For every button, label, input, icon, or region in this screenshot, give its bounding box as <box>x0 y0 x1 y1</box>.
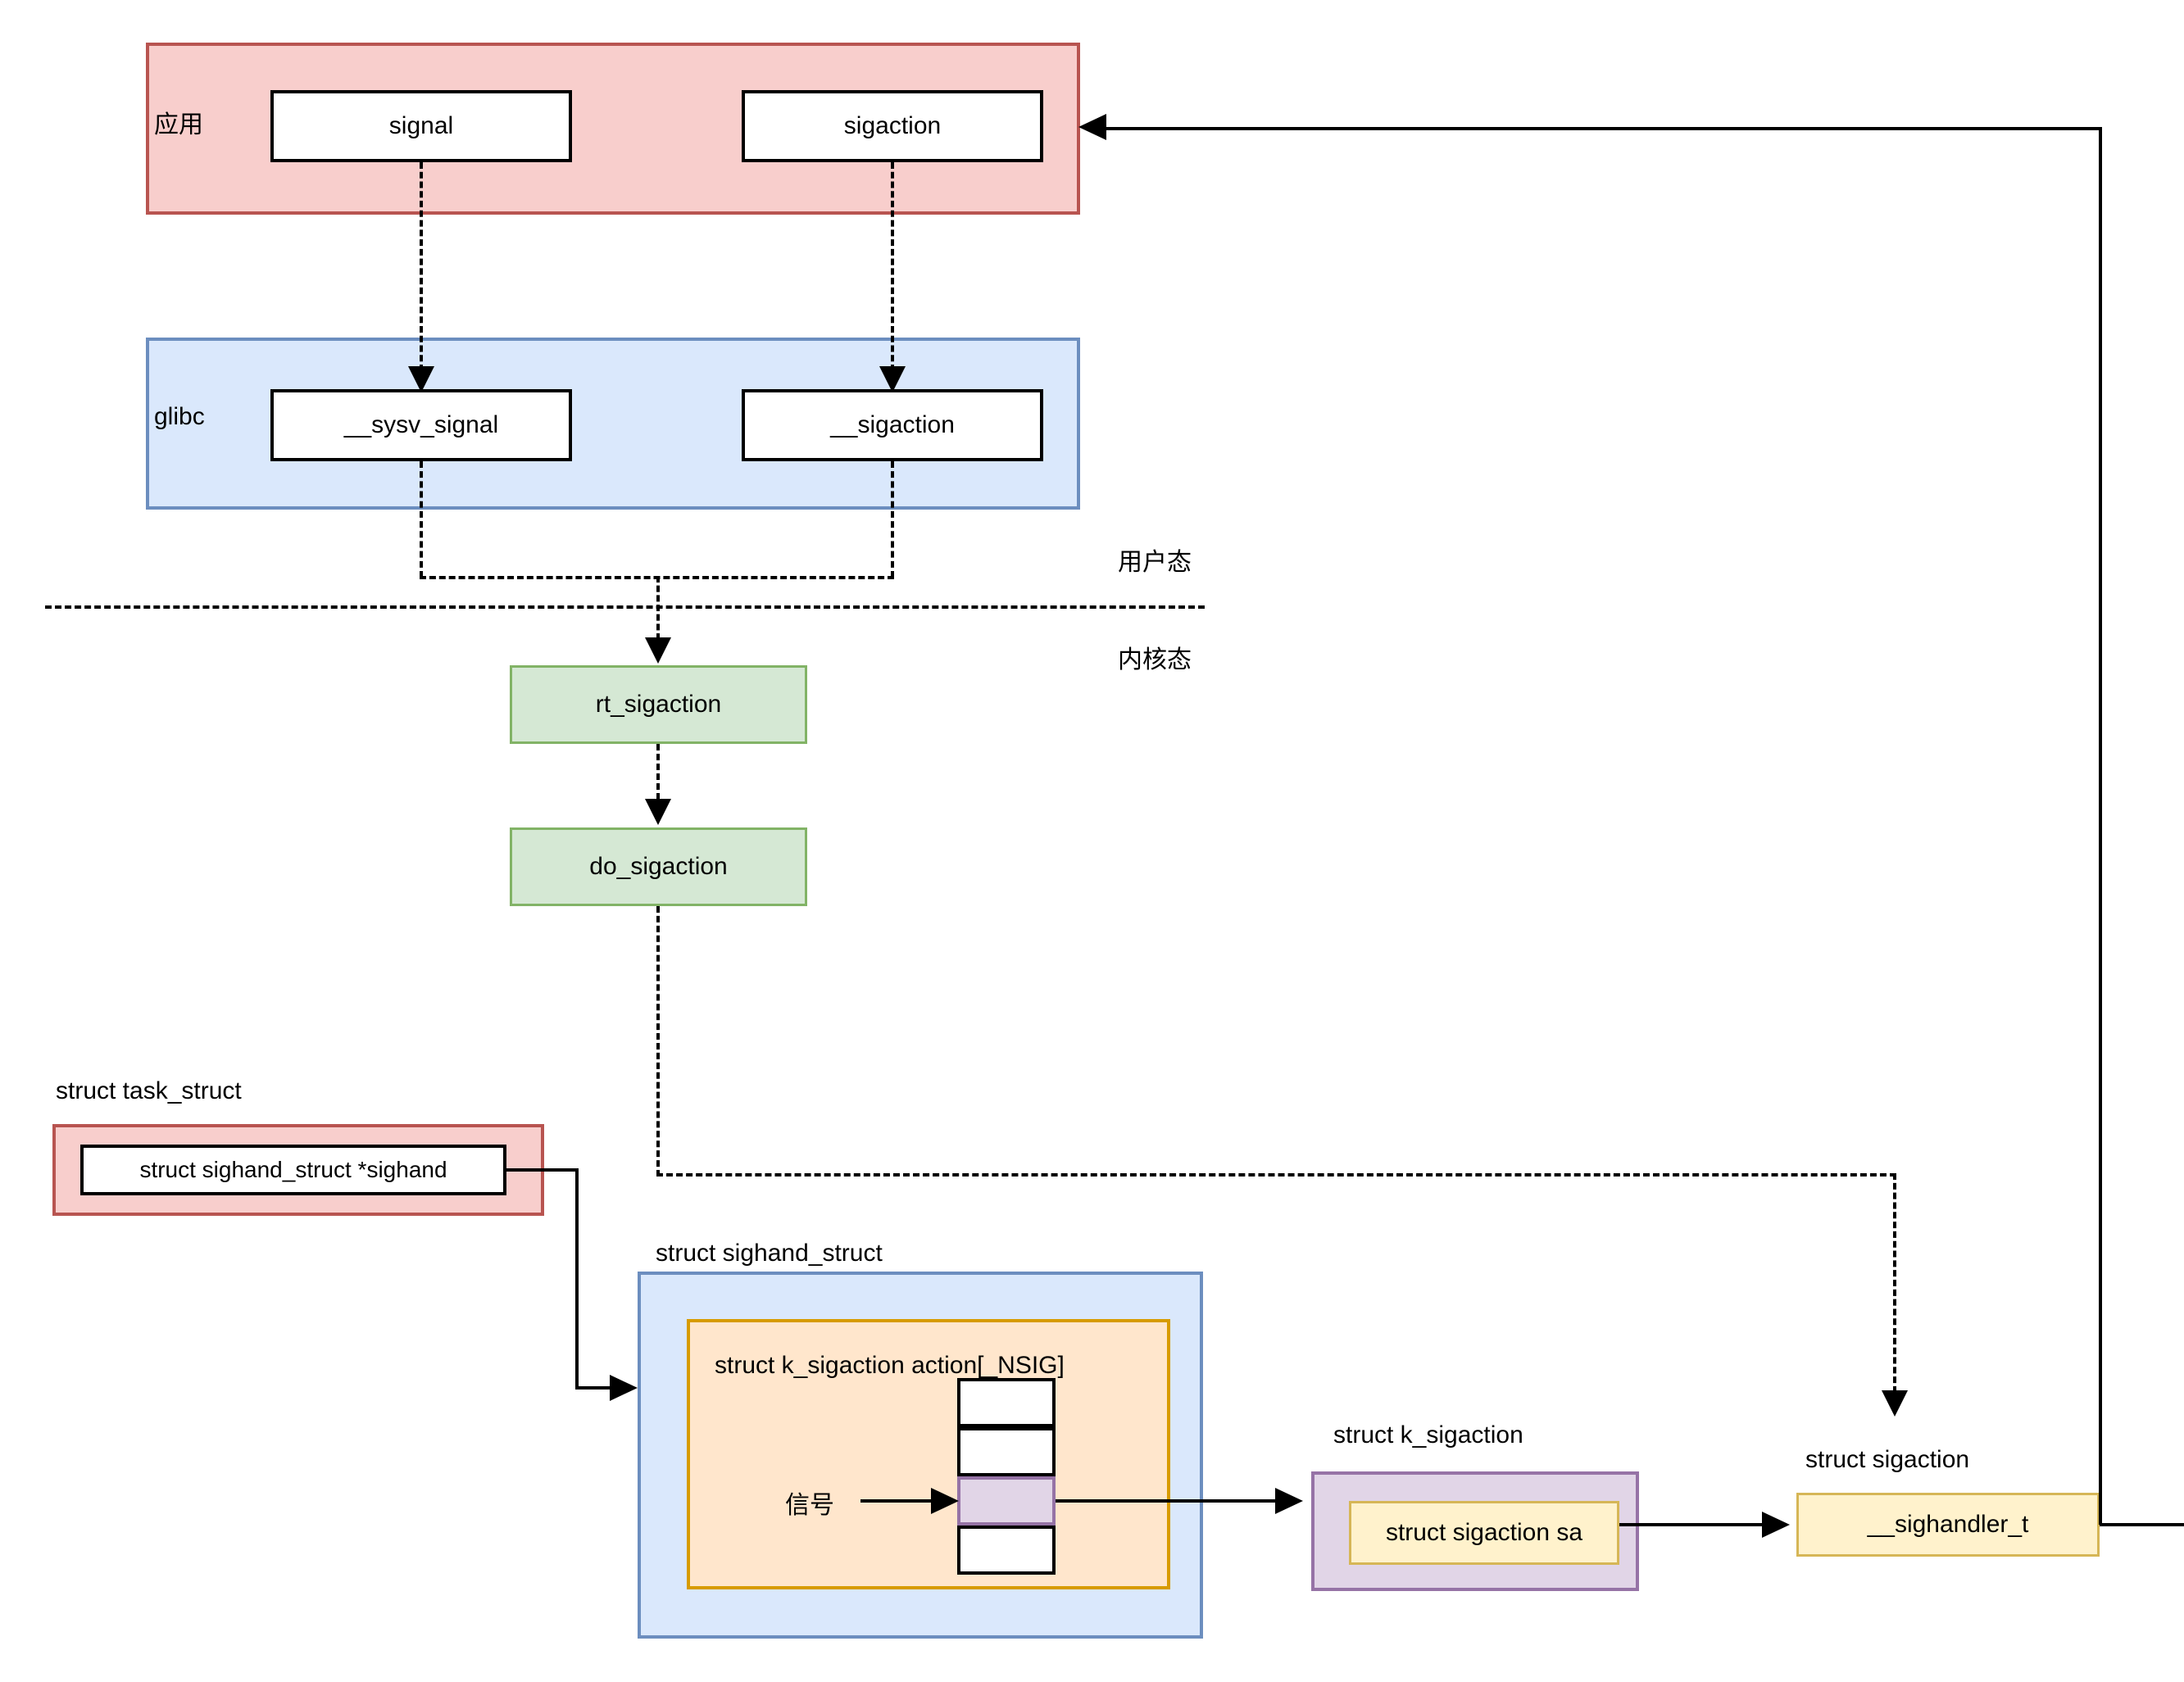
edge-cell-to-k-sigaction <box>1056 1499 1277 1503</box>
user-kernel-boundary-line <box>45 605 1205 609</box>
k-sigaction-caption: struct k_sigaction <box>1333 1421 1523 1449</box>
arrowhead-sa-to-sighandler <box>1762 1512 1790 1538</box>
arrowhead-signal-to-sysv <box>408 366 434 392</box>
sigaction-struct-caption: struct sigaction <box>1805 1446 1970 1473</box>
user-mode-label: 用户态 <box>1118 549 1192 576</box>
edge-glibc-sigaction-down <box>891 461 894 578</box>
arrowhead-to-struct-sigaction <box>1882 1390 1908 1417</box>
node-sighand-field[interactable]: struct sighand_struct *sighand <box>80 1145 506 1195</box>
action-array-label: struct k_sigaction action[_NSIG] <box>715 1352 1065 1379</box>
edge-sighand-right <box>506 1168 579 1172</box>
arrowhead-rt-to-do-sigaction <box>645 799 671 825</box>
node-signal[interactable]: signal <box>270 90 572 162</box>
edge-sysv-down <box>420 461 423 578</box>
region-action-array <box>687 1319 1170 1589</box>
kernel-mode-label: 内核态 <box>1118 646 1192 673</box>
array-cell-0[interactable] <box>957 1378 1056 1427</box>
edge-return-to-app <box>1105 127 2100 130</box>
sighand-struct-caption: struct sighand_struct <box>656 1240 883 1267</box>
edge-sighand-down <box>575 1168 579 1390</box>
edge-sa-to-sighandler <box>1619 1523 1764 1526</box>
node-rt-sigaction[interactable]: rt_sigaction <box>510 665 807 744</box>
edge-signal-into-cell <box>860 1499 933 1503</box>
edge-do-sigaction-down <box>656 906 660 1176</box>
task-struct-caption: struct task_struct <box>56 1077 242 1104</box>
node-sigaction-glibc[interactable]: __sigaction <box>742 389 1043 461</box>
edge-to-struct-sigaction-down <box>1893 1173 1896 1393</box>
node-sigaction[interactable]: sigaction <box>742 90 1043 162</box>
region-glibc-label: glibc <box>154 403 205 430</box>
arrowhead-sighand-to-struct <box>610 1375 638 1401</box>
array-cell-2-selected[interactable] <box>957 1476 1056 1526</box>
array-cell-3[interactable] <box>957 1526 1056 1575</box>
arrowhead-signal-into-cell <box>931 1488 959 1514</box>
edge-rt-to-do-sigaction <box>656 744 660 800</box>
edge-signal-to-sysv <box>420 162 423 371</box>
edge-sigaction-to-glibc-sigaction <box>891 162 894 371</box>
signal-input-label: 信号 <box>785 1492 834 1519</box>
arrowhead-sigaction-to-glibc-sigaction <box>879 366 906 392</box>
arrowhead-cell-to-k-sigaction <box>1275 1488 1303 1514</box>
edge-sighand-to-struct <box>575 1386 611 1390</box>
node-sysv-signal[interactable]: __sysv_signal <box>270 389 572 461</box>
arrowhead-merge-to-rt-sigaction <box>645 637 671 664</box>
edge-return-right <box>2100 1523 2184 1526</box>
node-sighandler-t[interactable]: __sighandler_t <box>1796 1493 2100 1557</box>
arrowhead-return-to-app <box>1078 114 1106 140</box>
region-app-label: 应用 <box>154 111 203 138</box>
node-sigaction-sa[interactable]: struct sigaction sa <box>1349 1501 1619 1565</box>
edge-do-sigaction-right <box>656 1173 1896 1176</box>
edge-return-up <box>2099 127 2102 1525</box>
node-do-sigaction[interactable]: do_sigaction <box>510 827 807 906</box>
array-cell-1[interactable] <box>957 1427 1056 1476</box>
